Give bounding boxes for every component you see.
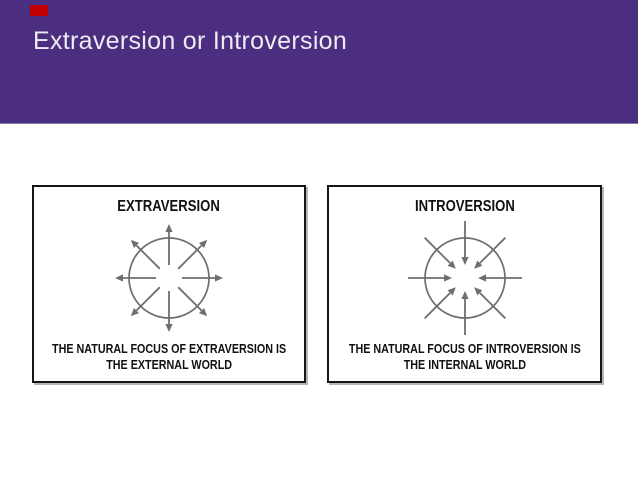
slide-header: Extraversion or Introversion — [0, 0, 638, 124]
introversion-caption-line2: THE INTERNAL WORLD — [403, 358, 526, 372]
panels-row: EXTRAVERSION THE NATURAL FOCUS OF EXTRAV… — [0, 185, 638, 383]
slide-title: Extraversion or Introversion — [33, 27, 348, 55]
extraversion-caption-line2: THE EXTERNAL WORLD — [106, 358, 232, 372]
extraversion-caption-line1: THE NATURAL FOCUS OF EXTRAVERSION IS — [51, 342, 287, 356]
introversion-caption-line1: THE NATURAL FOCUS OF INTROVERSION IS — [348, 342, 581, 356]
introversion-panel: INTROVERSION THE NATURAL FOCUS OF INTROV… — [327, 185, 602, 383]
extraversion-panel-title: EXTRAVERSION — [117, 198, 221, 215]
introversion-caption: THE NATURAL FOCUS OF INTROVERSION IS THE … — [349, 341, 581, 373]
introversion-panel-title: INTROVERSION — [414, 198, 515, 215]
extraversion-panel: EXTRAVERSION THE NATURAL FOCUS OF EXTRAV… — [32, 185, 306, 383]
introversion-arrows-diagram — [407, 221, 522, 335]
red-accent-mark — [30, 5, 48, 16]
extraversion-caption: THE NATURAL FOCUS OF EXTRAVERSION IS THE … — [52, 341, 286, 373]
extraversion-arrows-diagram — [115, 224, 223, 332]
